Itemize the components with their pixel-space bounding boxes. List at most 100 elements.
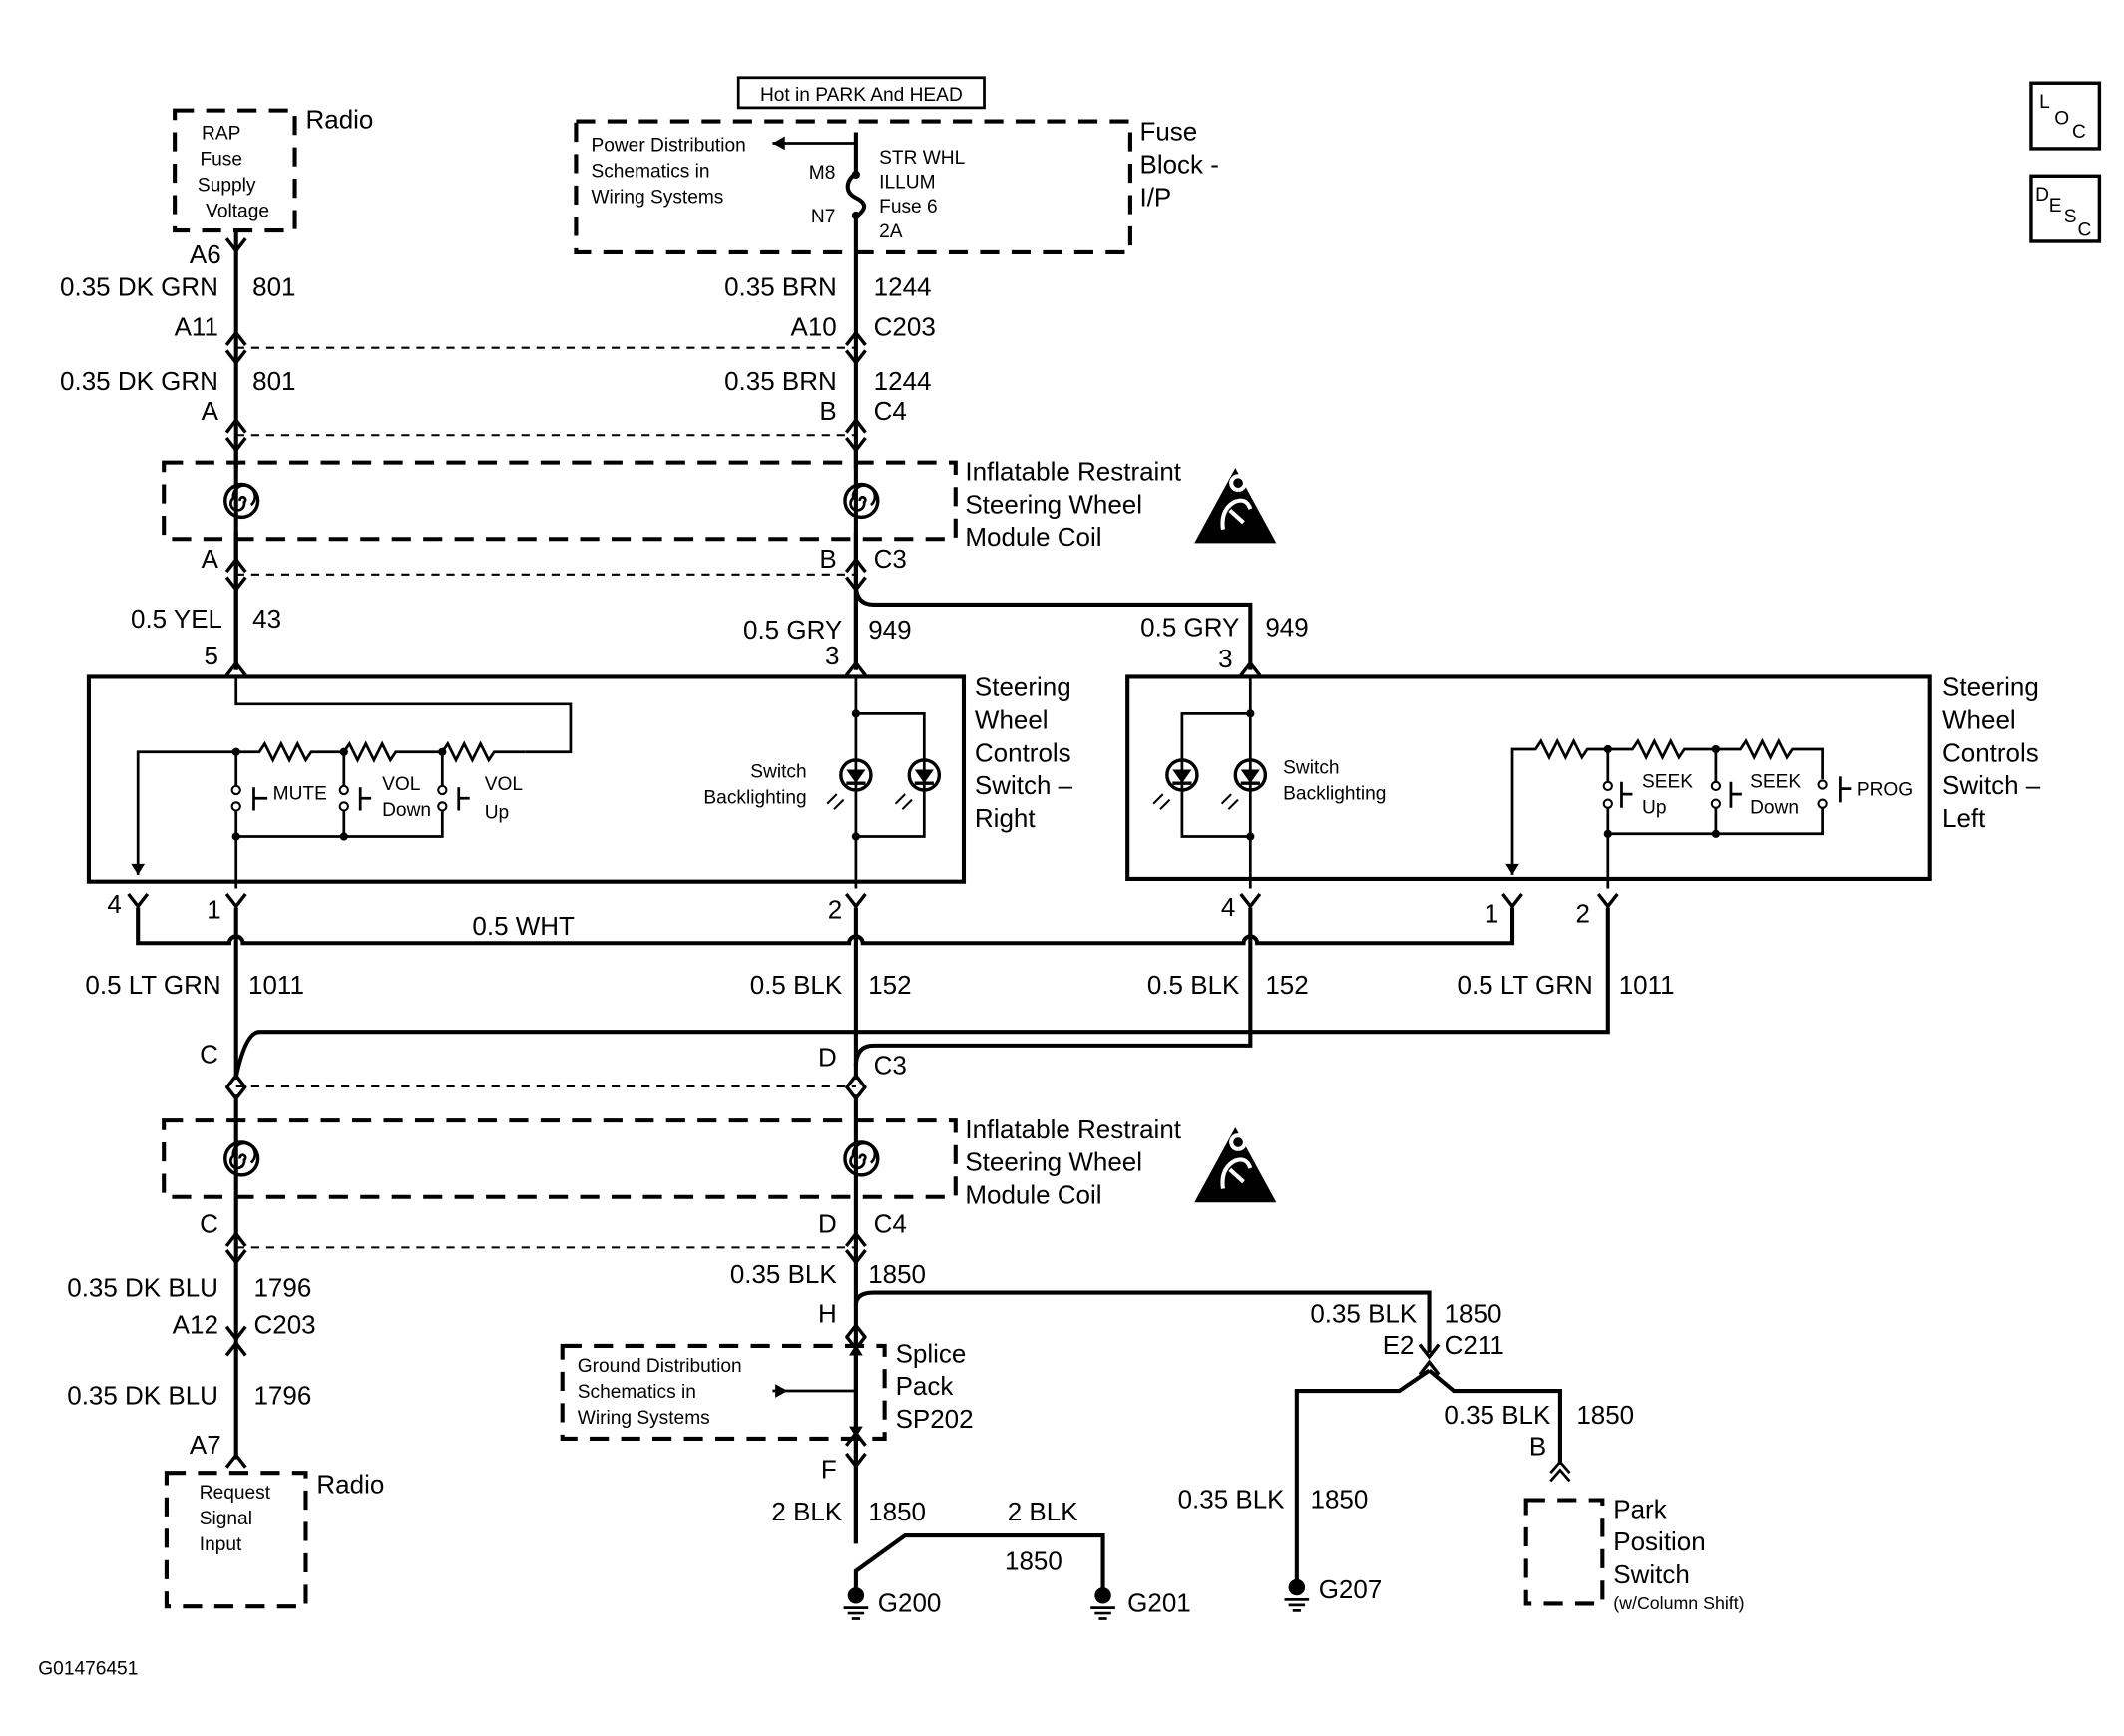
pin-2-right: 2 xyxy=(828,895,842,925)
wire-1850-gauge-4: 0.35 BLK xyxy=(1178,1485,1286,1515)
pin-3-left: 3 xyxy=(1218,644,1232,673)
wire-1011-right-circuit: 1011 xyxy=(248,970,304,1000)
splice-pack-box xyxy=(560,1343,887,1441)
wire-1850-gauge-3: 0.35 BLK xyxy=(1444,1400,1551,1430)
pin-f: F xyxy=(821,1455,837,1485)
pin-c-low: C xyxy=(200,1040,218,1070)
led-left-2-icon xyxy=(1219,758,1268,811)
wire-1850-circuit-4: 1850 xyxy=(1311,1485,1369,1515)
wire-1244-circuit: 1244 xyxy=(874,272,932,302)
wire-2blk-circuit: 1850 xyxy=(868,1497,926,1526)
wire-1011-left xyxy=(233,907,1610,1078)
wire-152-left xyxy=(853,907,1253,1067)
park-switch-name: Park Position Switch xyxy=(1613,1494,1713,1589)
switch-right-name: Steering Wheel Controls Switch – Right xyxy=(975,672,1079,833)
wire-801-circuit-2: 801 xyxy=(252,366,295,396)
led-left-1-icon xyxy=(1151,758,1199,811)
park-switch-note: (w/Column Shift) xyxy=(1613,1593,1744,1613)
wire-949-branch xyxy=(853,585,1253,670)
wire-1850-gauge-2: 0.35 BLK xyxy=(1310,1299,1418,1329)
wire-152-left-circuit: 152 xyxy=(1265,970,1308,1000)
led-right-1-icon xyxy=(825,758,873,811)
wire-949-left-gauge: 0.5 GRY xyxy=(1140,612,1239,642)
pin-a7: A7 xyxy=(190,1430,221,1460)
pin-a11: A11 xyxy=(175,311,218,341)
wire-152-right-gauge: 0.5 BLK xyxy=(750,970,843,1000)
wire-1796-gauge-2: 0.35 DK BLU xyxy=(67,1381,218,1411)
ground-g200-icon xyxy=(842,1585,870,1620)
pin-5: 5 xyxy=(204,641,217,670)
wire-801-circuit: 801 xyxy=(252,272,295,302)
fuse-block-box xyxy=(574,119,1132,254)
power-distribution-ref: Power Distribution Schematics in Wiring … xyxy=(591,136,751,209)
ground-g201: G201 xyxy=(1127,1588,1191,1618)
wire-1244-circuit-2: 1244 xyxy=(874,366,932,396)
airbag-warning-icon xyxy=(1194,468,1276,543)
wire-801-gauge-2: 0.35 DK GRN xyxy=(60,366,218,396)
pin-n7: N7 xyxy=(811,207,835,227)
connector-c203-top-label: C203 xyxy=(874,311,936,341)
pin-4-right: 4 xyxy=(107,889,121,919)
park-switch-box xyxy=(1523,1498,1605,1606)
wire-1850-circuit-2: 1850 xyxy=(1445,1299,1502,1329)
ground-g201-icon xyxy=(1088,1585,1117,1620)
wire-2blk-circuit-2: 1850 xyxy=(1005,1545,1062,1575)
radio-top-function: RAP Fuse Supply Voltage xyxy=(198,123,269,221)
pin-a-top: A xyxy=(202,396,219,426)
wire-1244-gauge-2: 0.35 BRN xyxy=(724,366,837,396)
pin-a6: A6 xyxy=(190,239,221,269)
coil-lower-name: Inflatable Restraint Steering Wheel Modu… xyxy=(965,1114,1188,1210)
pin-b-park: B xyxy=(1529,1431,1546,1461)
wire-1011-right-gauge: 0.5 LT GRN xyxy=(85,970,220,1000)
pin-1-left: 1 xyxy=(1485,899,1498,929)
wire-1244-gauge: 0.35 BRN xyxy=(724,272,837,302)
wire-1850-circuit: 1850 xyxy=(868,1259,926,1289)
wire-949-gauge: 0.5 GRY xyxy=(743,615,842,645)
pin-c-bot: C xyxy=(200,1208,218,1238)
pin-3-right: 3 xyxy=(825,641,839,670)
pin-b-top: B xyxy=(819,396,836,426)
led-right-2-icon xyxy=(893,758,942,811)
pin-4-left: 4 xyxy=(1221,892,1235,922)
coil-upper-name: Inflatable Restraint Steering Wheel Modu… xyxy=(965,456,1188,552)
pin-2-left: 2 xyxy=(1576,899,1590,929)
wire-wht xyxy=(136,907,1515,946)
loc-icon[interactable]: LOC xyxy=(2029,81,2102,151)
wire-1796-gauge: 0.35 DK BLU xyxy=(67,1273,218,1303)
ground-g200: G200 xyxy=(878,1588,942,1618)
splice-pack-name: Splice Pack SP202 xyxy=(896,1338,974,1434)
wire-949-left-circuit: 949 xyxy=(1265,612,1308,642)
switch-right-box xyxy=(86,674,967,884)
pin-e2: E2 xyxy=(1383,1330,1415,1360)
pin-h: H xyxy=(818,1299,837,1329)
pin-a12: A12 xyxy=(173,1310,218,1340)
desc-icon[interactable]: DESC xyxy=(2029,174,2102,243)
wire-wht-gauge: 0.5 WHT xyxy=(472,911,575,941)
connector-c4-top: C4 xyxy=(874,396,907,426)
wire-2blk-g201 xyxy=(853,1533,1105,1592)
svg-text:LOC: LOC xyxy=(2039,92,2086,143)
figure-id: G01476451 xyxy=(38,1659,138,1680)
ground-g207: G207 xyxy=(1319,1574,1383,1604)
coil-lower-box xyxy=(162,1118,958,1199)
radio-top-name: Radio xyxy=(305,104,373,134)
hot-label: Hot in PARK And HEAD xyxy=(760,85,963,106)
connector-c3-mid: C3 xyxy=(874,544,907,574)
wire-152-left-gauge: 0.5 BLK xyxy=(1147,970,1240,1000)
pin-m8: M8 xyxy=(809,163,836,184)
button-mute: MUTE xyxy=(273,784,327,805)
wire-949-circuit: 949 xyxy=(868,615,911,645)
fuse-label: STR WHL ILLUM Fuse 6 2A xyxy=(879,148,970,242)
pin-a10: A10 xyxy=(791,311,837,341)
wire-1011-left-circuit: 1011 xyxy=(1619,970,1675,1000)
pin-d-bot: D xyxy=(818,1208,837,1238)
wire-1850-branch xyxy=(853,1290,1432,1353)
button-prog: PROG xyxy=(1857,779,1912,800)
wire-1796-circuit-2: 1796 xyxy=(253,1381,311,1411)
